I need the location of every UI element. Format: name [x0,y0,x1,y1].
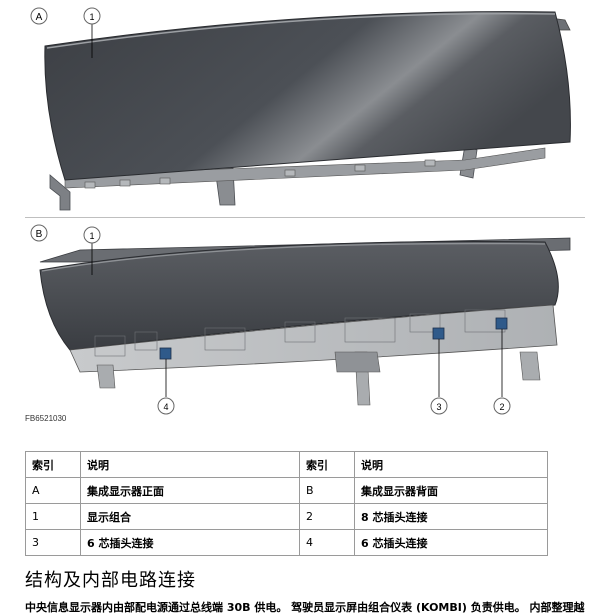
description-cell: 集成显示器正面 [80,477,300,504]
svg-text:1: 1 [89,12,94,22]
svg-text:A: A [36,12,43,23]
description-cell: 6 芯插头连接 [354,529,548,556]
section-body-text: 中央信息显示器内由部配电源通过总线端 30B 供电。 驾驶员显示屏由组合仪表 (… [25,601,585,614]
callout-1-panel-b: 1 [83,226,101,275]
connector-4 [159,347,172,360]
legend-row: A 集成显示器正面 B 集成显示器背面 [25,477,548,504]
index-cell: 2 [299,503,355,530]
panel-b-rear-view [39,237,571,406]
svg-text:3: 3 [436,402,441,412]
svg-text:4: 4 [163,402,168,412]
header-index-2: 索引 [299,451,355,478]
index-cell: 4 [299,529,355,556]
callout-2: 2 [493,329,511,415]
description-cell: 集成显示器背面 [354,477,548,504]
callout-4: 4 [157,359,175,415]
svg-text:B: B [36,229,43,240]
panel-a-label: A [30,7,48,25]
component-illustration: A 1 B [30,7,571,415]
panel-divider [25,217,585,218]
section-title: 结构及内部电路连接 [25,570,196,591]
legend-table: 索引 说明 索引 说明 A 集成显示器正面 B 集成显示器背面 1 显示组合 2… [25,451,548,556]
connector-3 [432,327,445,340]
panel-b-label: B [30,224,48,242]
description-cell: 6 芯插头连接 [80,529,300,556]
index-cell: B [299,477,355,504]
connector-2 [495,317,508,330]
svg-text:2: 2 [499,402,504,412]
description-cell: 8 芯插头连接 [354,503,548,530]
header-description-2: 说明 [354,451,548,478]
legend-header-row: 索引 说明 索引 说明 [25,451,548,478]
svg-text:1: 1 [89,231,94,241]
callout-1-panel-a: 1 [83,7,101,58]
panel-a-front-view [44,11,571,211]
index-cell: 1 [25,503,81,530]
figure-code: FB6521030 [25,414,67,423]
header-description: 说明 [80,451,300,478]
legend-row: 1 显示组合 2 8 芯插头连接 [25,503,548,530]
callout-3: 3 [430,339,448,415]
index-cell: 3 [25,529,81,556]
index-cell: A [25,477,81,504]
description-cell: 显示组合 [80,503,300,530]
header-index: 索引 [25,451,81,478]
legend-row: 3 6 芯插头连接 4 6 芯插头连接 [25,529,548,556]
